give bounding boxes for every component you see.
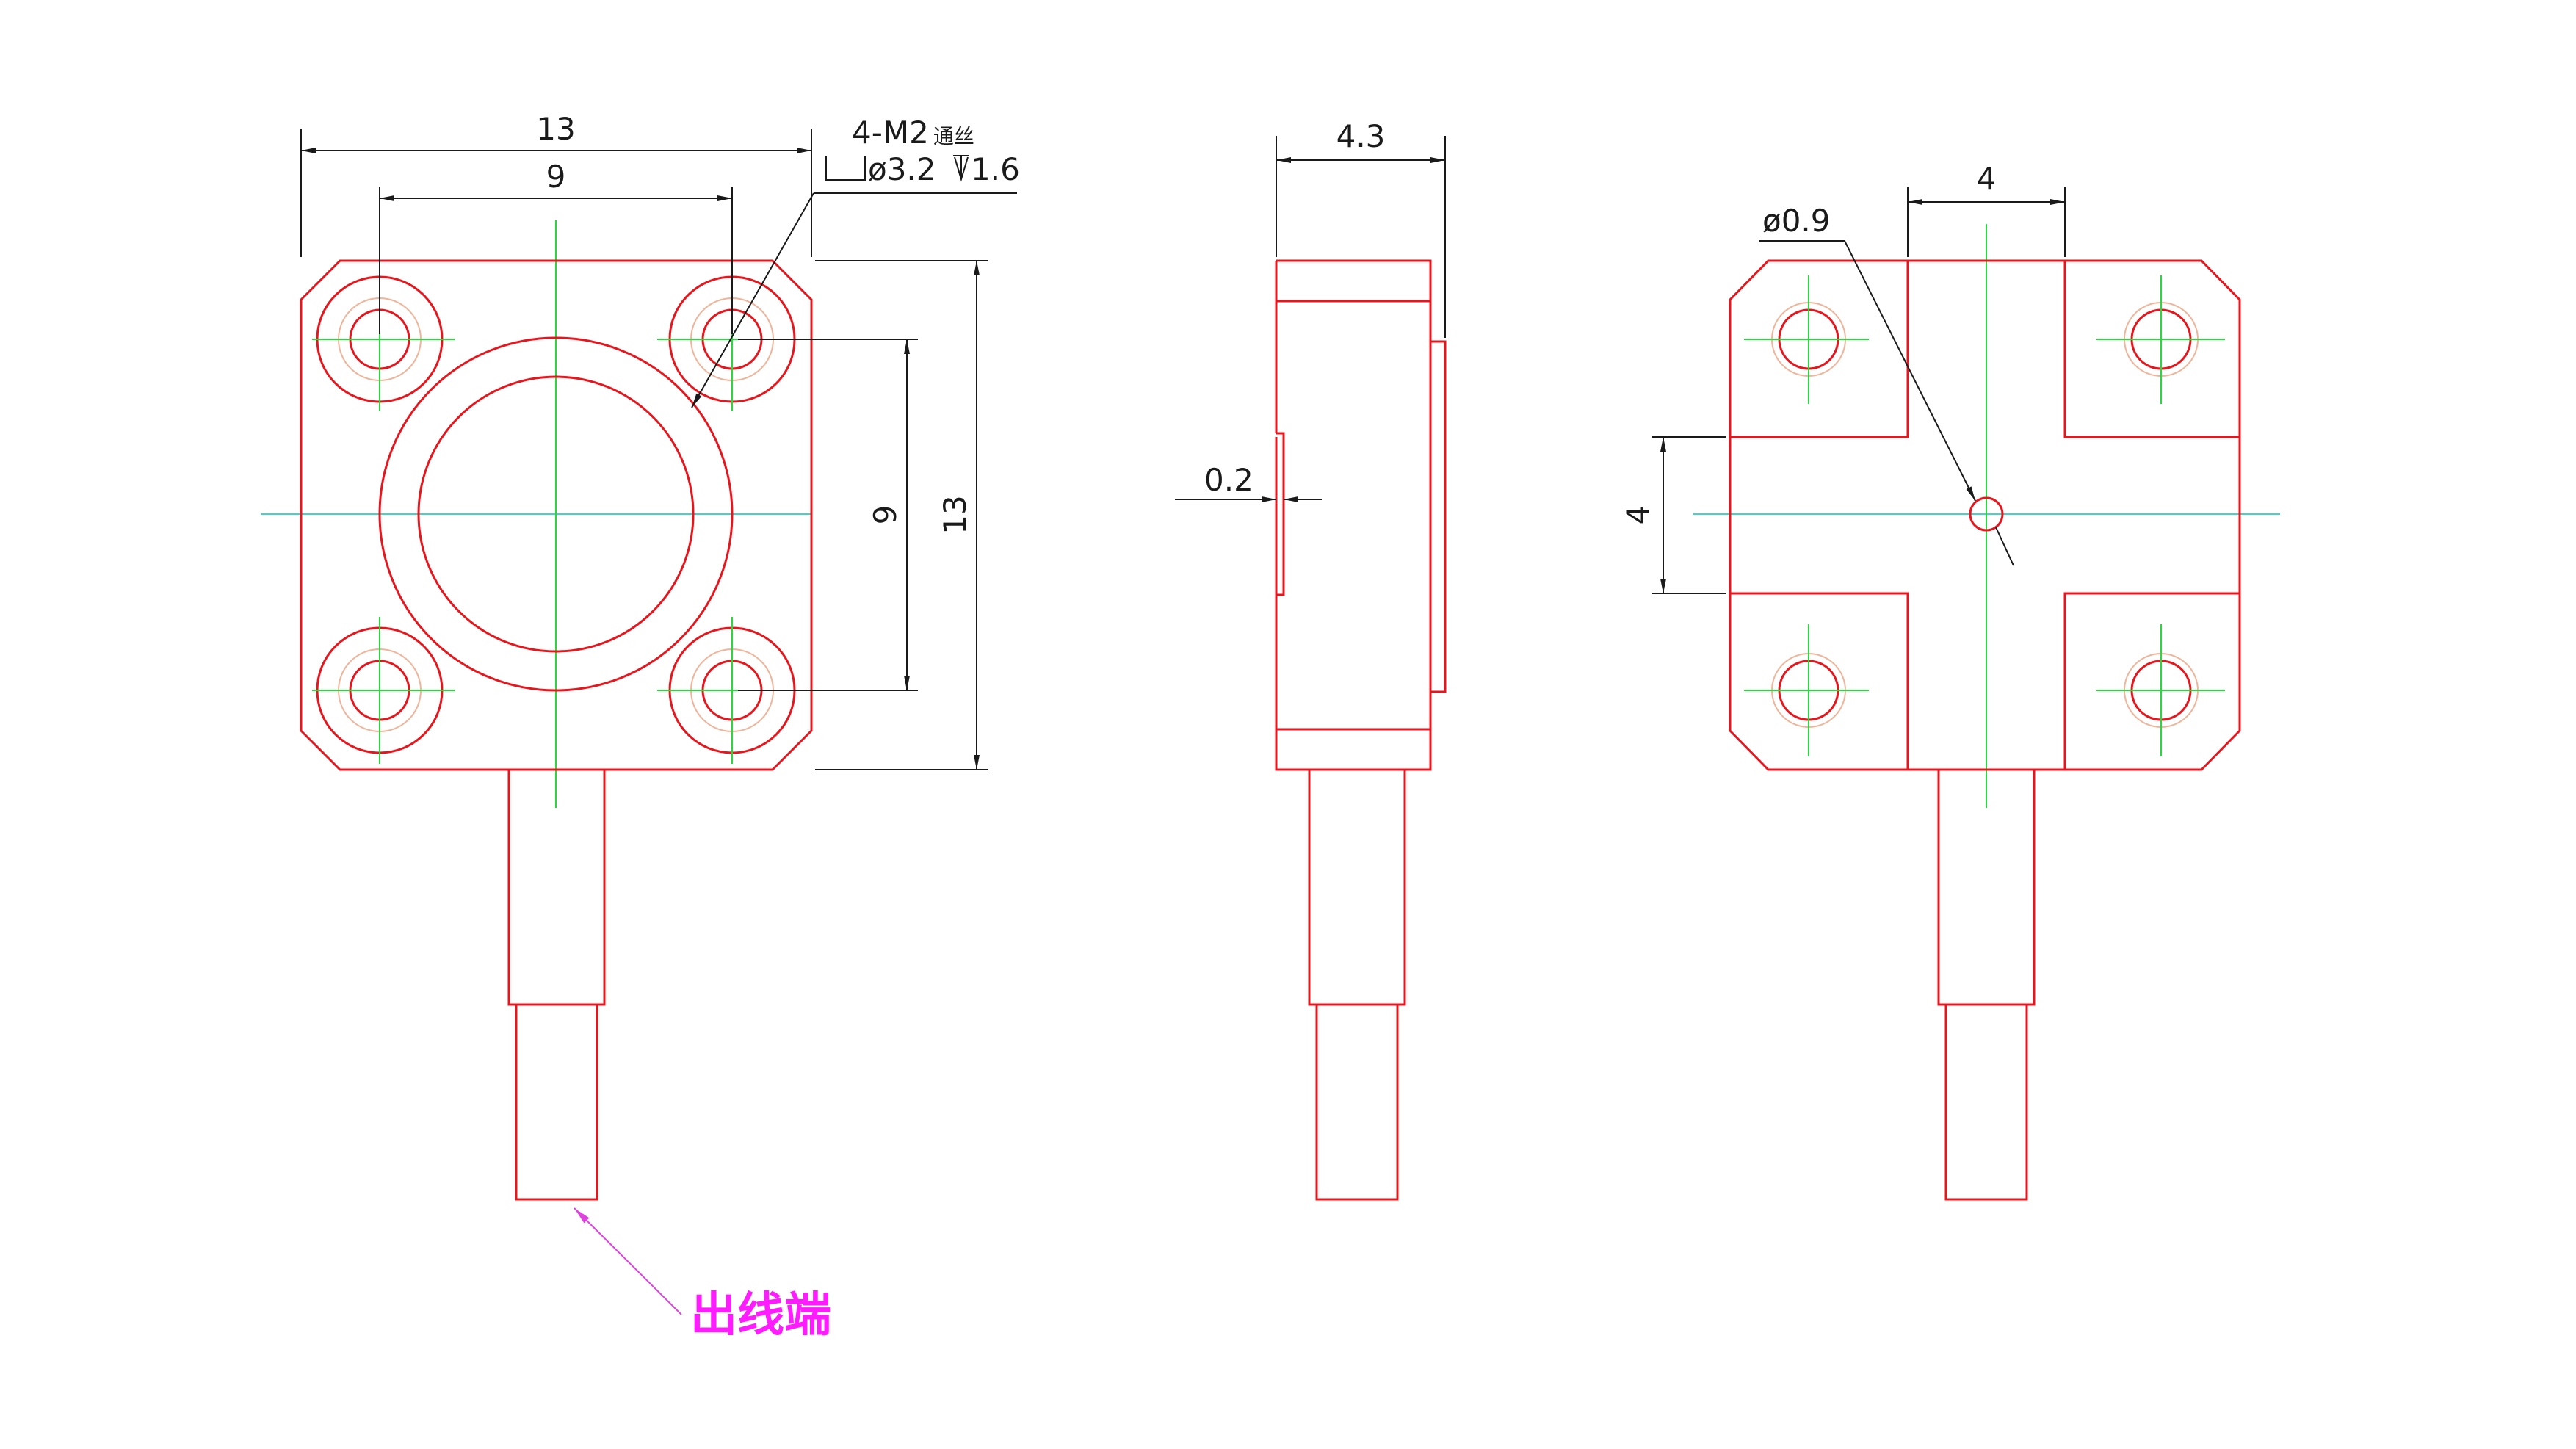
dim-rear-hole-diameter: ø0.9 <box>1759 203 2014 566</box>
front-cable-lower <box>515 1003 598 1201</box>
side-cable-upper <box>1308 768 1406 1006</box>
hole-spec-counterbore-depth: 1.6 <box>971 151 1020 187</box>
rear-recess-tl <box>1730 261 1909 438</box>
side-body-outline <box>1275 259 1432 771</box>
dim-front-holes-width-9: 9 <box>379 159 733 334</box>
cable-end-annotation: 出线端 <box>574 1207 831 1343</box>
rear-recess-bl <box>1730 592 1909 770</box>
front-mounting-hole-bl <box>312 617 455 764</box>
rear-mounting-hole-tr <box>2096 275 2225 404</box>
dim-side-thickness-4.3: 4.3 <box>1276 118 1446 338</box>
side-face-plate <box>1430 340 1447 693</box>
dim-rear-hole-diameter-label: ø0.9 <box>1762 203 1831 239</box>
dim-rear-slot-height-4: 4 <box>1620 436 1726 594</box>
rear-mounting-hole-bl <box>1744 624 1869 756</box>
depth-symbol-icon <box>953 155 969 182</box>
rear-recess-tr <box>2063 261 2240 438</box>
dim-front-width-13: 13 <box>300 111 812 257</box>
dim-side-step-0.2-label: 0.2 <box>1204 462 1253 498</box>
front-boss-inner <box>417 375 695 653</box>
cable-end-label: 出线端 <box>690 1288 831 1343</box>
dim-front-width-13-label: 13 <box>536 111 575 147</box>
rear-mounting-hole-tl <box>1744 275 1869 404</box>
side-view: 4.3 0.2 <box>1175 118 1447 1201</box>
rear-view: 4 4 ø0.9 <box>1620 161 2280 1201</box>
front-boss-outer <box>378 336 734 692</box>
rear-cable-lower <box>1944 1003 2028 1201</box>
dim-front-height-13: 13 <box>815 260 988 770</box>
dim-front-holes-height-9-label: 9 <box>867 505 903 525</box>
rear-body-outline <box>1729 259 2241 771</box>
side-step <box>1276 432 1285 596</box>
dim-rear-slot-width-4-label: 4 <box>1977 161 1997 197</box>
hole-spec-counterbore-diameter: ø3.2 <box>868 151 936 187</box>
dim-side-step-0.2: 0.2 <box>1175 462 1322 502</box>
rear-mounting-hole-br <box>2096 624 2225 756</box>
rear-center-hole <box>1969 496 2004 532</box>
dim-front-holes-width-9-label: 9 <box>546 159 566 195</box>
dim-rear-slot-width-4: 4 <box>1907 161 2066 257</box>
rear-recess-br <box>2063 592 2240 770</box>
front-mounting-hole-tl <box>312 266 455 411</box>
side-cable-lower <box>1315 1003 1399 1201</box>
dim-front-holes-height-9: 9 <box>738 339 918 691</box>
front-body-outline <box>300 259 813 771</box>
dim-rear-slot-height-4-label: 4 <box>1620 505 1656 525</box>
dim-front-height-13-label: 13 <box>937 495 973 534</box>
dim-side-thickness-4.3-label: 4.3 <box>1336 118 1386 154</box>
